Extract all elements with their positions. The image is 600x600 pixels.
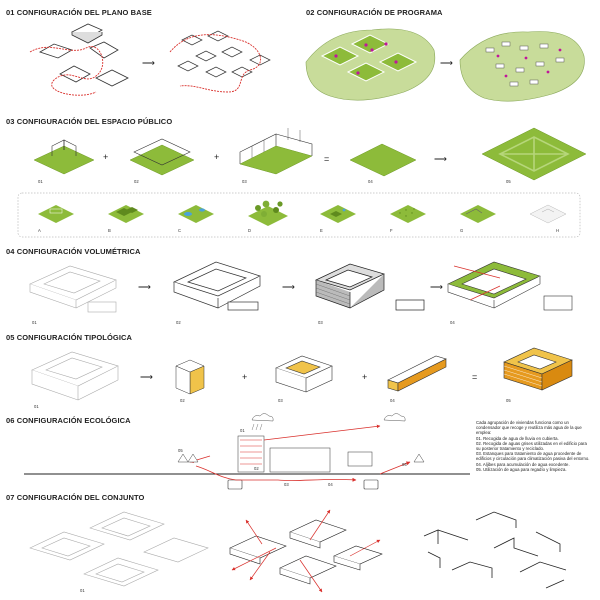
typological-step-04: [387, 355, 447, 392]
typological-step-label-01: 01: [34, 404, 39, 409]
public-step-label-04: 04: [368, 179, 373, 184]
base-plan-red-path: [29, 46, 104, 96]
typological-step-03: [275, 355, 333, 393]
ecological-note-03: 03. Estanques para tratamiento de agua p…: [476, 451, 590, 462]
public-space-step-04: [349, 143, 417, 177]
public-space-step-03: [239, 128, 313, 175]
arrow-op-03: ⟶: [434, 154, 447, 164]
public-option-c: [178, 205, 214, 223]
public-step-label-05: 05: [506, 179, 511, 184]
volumetric-step-label-04: 04: [450, 320, 455, 325]
public-step-label-02: 02: [134, 179, 139, 184]
public-option-label-d: D: [248, 228, 251, 233]
ecological-note-01: 01. Recogida de agua de lluvia en cubier…: [476, 435, 559, 441]
arrow-op-01: ⟶: [142, 58, 155, 68]
ecological-marker-04: 04: [328, 482, 333, 487]
plus-op-03a: +: [103, 152, 108, 162]
arrow-op-04b: ⟶: [282, 282, 295, 292]
volumetric-step-label-03: 03: [318, 320, 323, 325]
volumetric-step-label-01: 01: [32, 320, 37, 325]
ecological-marker-01: 01: [240, 428, 245, 433]
base-plan-final: [177, 30, 271, 78]
arrow-op-05: ⟶: [140, 372, 153, 382]
public-option-f: [390, 205, 426, 223]
ensemble-step-01: [29, 511, 209, 587]
ecological-marker-05a: 05: [178, 448, 183, 453]
ecological-note-04: 04. Aljibes para acumulación de agua exc…: [476, 461, 570, 467]
public-option-label-f: F: [390, 228, 393, 233]
plus-op-03b: +: [214, 152, 219, 162]
ecological-section: [24, 413, 470, 490]
volumetric-step-label-02: 02: [176, 320, 181, 325]
public-option-label-g: G: [460, 228, 463, 233]
public-option-b: [108, 205, 144, 223]
typological-step-05: [503, 347, 573, 391]
typological-step-01: [31, 351, 119, 401]
equals-op-05: =: [472, 372, 477, 382]
program-plan-final: [459, 31, 585, 102]
typological-step-label-05: 05: [506, 398, 511, 403]
section-title-03: 03 CONFIGURACIÓN DEL ESPACIO PÚBLICO: [6, 117, 173, 126]
ecological-marker-05b: 05: [402, 462, 407, 467]
ecological-note-05: 05. Utilización de agua para regadío y l…: [476, 466, 567, 472]
public-option-label-h: H: [556, 228, 559, 233]
public-step-label-01: 01: [38, 179, 43, 184]
section-title-07: 07 CONFIGURACIÓN DEL CONJUNTO: [6, 493, 145, 502]
plus-op-05a: +: [242, 372, 247, 382]
typological-step-label-02: 02: [180, 398, 185, 403]
volumetric-step-03: [315, 263, 425, 311]
public-option-h: [529, 204, 567, 224]
ensemble-step-02: [229, 509, 383, 593]
section-title-02: 02 CONFIGURACIÓN DE PROGRAMA: [306, 8, 443, 17]
ecological-note: Cada agrupación de viviendas funciona co…: [476, 420, 592, 472]
ecological-note-intro: Cada agrupación de viviendas funciona co…: [476, 420, 582, 436]
section-title-06: 06 CONFIGURACIÓN ECOLÓGICA: [6, 416, 131, 425]
ensemble-step-label-01: 01: [80, 588, 85, 593]
arrow-op-02: ⟶: [440, 58, 453, 68]
public-option-a: [38, 205, 74, 223]
base-plan-final-red-path: [169, 34, 261, 93]
equals-op-03: =: [324, 154, 329, 164]
arrow-op-04c: ⟶: [430, 282, 443, 292]
public-option-d: [248, 200, 288, 226]
arrow-op-04a: ⟶: [138, 282, 151, 292]
base-plan-initial: [39, 23, 129, 87]
section-title-01: 01 CONFIGURACIÓN DEL PLANO BASE: [6, 8, 152, 17]
public-space-step-01: [33, 139, 95, 175]
ensemble-step-03: [423, 511, 567, 589]
public-option-g: [460, 205, 496, 223]
public-option-e: [320, 205, 356, 223]
typological-step-02: [175, 359, 205, 395]
program-plan-initial: [305, 28, 436, 101]
section-title-05: 05 CONFIGURACIÓN TIPOLÓGICA: [6, 333, 133, 342]
public-step-label-03: 03: [242, 179, 247, 184]
volumetric-step-02: [173, 261, 261, 311]
ecological-note-02: 02. Recogida de aguas grises utilizadas …: [476, 440, 587, 452]
typological-step-label-03: 03: [278, 398, 283, 403]
typological-step-label-04: 04: [390, 398, 395, 403]
public-option-label-e: E: [320, 228, 323, 233]
ecological-marker-03: 03: [284, 482, 289, 487]
public-option-label-a: A: [38, 228, 41, 233]
volumetric-step-01: [29, 265, 117, 313]
public-space-step-05: [481, 127, 587, 181]
public-space-step-02: [129, 138, 195, 176]
public-options-frame: [17, 192, 581, 238]
ecological-marker-02: 02: [254, 466, 259, 471]
plus-op-05b: +: [362, 372, 367, 382]
public-option-label-c: C: [178, 228, 181, 233]
volumetric-step-04: [447, 261, 573, 311]
public-option-label-b: B: [108, 228, 111, 233]
section-title-04: 04 CONFIGURACIÓN VOLUMÉTRICA: [6, 247, 141, 256]
